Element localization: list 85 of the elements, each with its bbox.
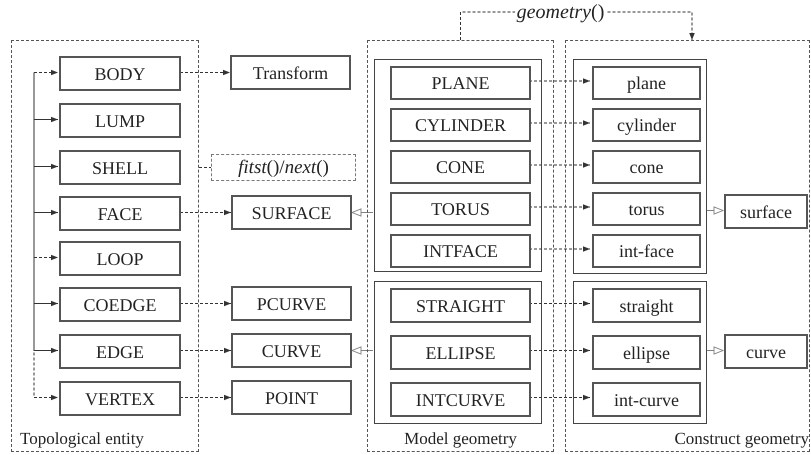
group-frame — [573, 281, 707, 424]
connector-arrow — [34, 70, 58, 76]
entity-box — [390, 288, 531, 323]
box-label: ELLIPSE — [426, 344, 496, 362]
group-label: Construct geometry — [674, 428, 809, 449]
box-label: surface — [740, 202, 792, 220]
box-label: POINT — [265, 388, 318, 406]
group-frame — [573, 59, 707, 274]
box-label: INTFACE — [423, 242, 498, 260]
entity-box — [390, 335, 531, 370]
entity-box — [390, 234, 531, 268]
box-label: VERTEX — [85, 390, 155, 408]
box-label: straight — [620, 296, 674, 314]
entity-box — [592, 192, 701, 226]
group-frame — [374, 281, 542, 424]
box-label: int-curve — [614, 390, 679, 408]
dashed-group-frame — [565, 40, 810, 452]
box-label: STRAIGHT — [416, 296, 505, 314]
box-label: PLANE — [432, 74, 490, 92]
box-label: ellipse — [623, 344, 670, 362]
connector-arrow — [180, 210, 232, 216]
box-label: Transform — [252, 64, 328, 82]
entity-box — [592, 108, 701, 142]
box-label: LUMP — [94, 112, 145, 130]
box-label: plane — [627, 74, 666, 92]
entity-box — [390, 108, 531, 142]
entity-box — [231, 195, 352, 230]
entity-box — [592, 66, 701, 100]
box-label: COEDGE — [84, 296, 156, 314]
box-label: CYLINDER — [415, 116, 506, 134]
box-label: torus — [628, 200, 664, 218]
entity-box — [231, 333, 352, 368]
entity-box — [592, 335, 701, 370]
box-label: BODY — [94, 64, 146, 82]
entity-box — [59, 56, 181, 91]
entity-box — [59, 196, 181, 231]
entity-box — [231, 286, 352, 321]
entity-box — [231, 380, 352, 415]
entity-box — [59, 287, 181, 322]
box-label: CURVE — [262, 342, 322, 360]
entity-box — [592, 288, 701, 323]
connector-arrow — [706, 206, 724, 215]
box-label: CONE — [436, 158, 485, 176]
entity-box — [592, 150, 701, 184]
connector-arrow — [180, 300, 232, 306]
box-label: INTCURVE — [416, 390, 506, 408]
box-label: SHELL — [92, 158, 148, 176]
entity-box — [59, 381, 181, 416]
group-frame — [374, 59, 542, 272]
box-label: TORUS — [431, 200, 490, 218]
connector-arrow — [352, 346, 374, 355]
entity-box — [592, 234, 701, 268]
dashed-group-frame — [367, 40, 554, 452]
box-label: FACE — [98, 204, 142, 222]
entity-box — [390, 192, 531, 226]
entity-box — [59, 150, 181, 185]
box-label: EDGE — [96, 342, 144, 360]
box-label: SURFACE — [252, 204, 332, 222]
group-label: Model geometry — [404, 428, 517, 449]
entity-box — [724, 334, 808, 369]
entity-box — [59, 241, 181, 276]
entity-box — [230, 55, 351, 90]
box-label: cone — [630, 158, 664, 176]
dashed-group-frame — [11, 40, 199, 452]
connector-arrow — [352, 208, 374, 217]
entity-box — [724, 194, 808, 229]
entity-box — [592, 382, 701, 417]
edge-label: geometry() — [514, 2, 606, 22]
connector-arrow — [180, 70, 230, 76]
connector-arrow — [706, 346, 724, 355]
box-label: PCURVE — [256, 294, 326, 312]
box-label: LOOP — [96, 250, 144, 268]
box-label: curve — [746, 342, 786, 360]
entity-box — [390, 382, 531, 417]
group-label: Topological entity — [20, 428, 144, 449]
dashed-method-box — [211, 154, 356, 181]
connector-arrow — [180, 348, 232, 354]
entity-box — [390, 150, 531, 184]
entity-box — [390, 66, 531, 100]
box-label: cylinder — [617, 116, 676, 134]
box-label: int-face — [619, 242, 674, 260]
entity-box — [59, 334, 181, 369]
box-label: fitst()/next() — [238, 158, 329, 177]
connector-arrow — [180, 394, 232, 400]
entity-box — [59, 103, 181, 138]
